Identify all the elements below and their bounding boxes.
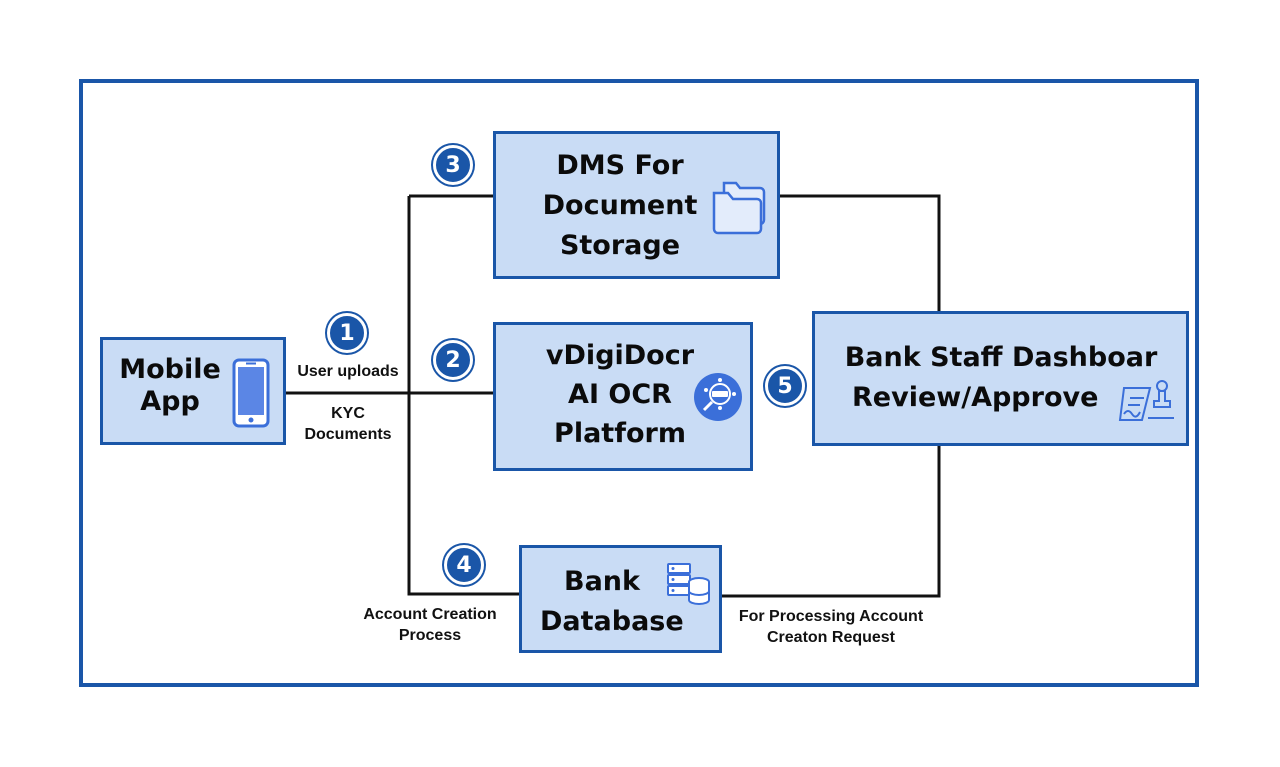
processing-request-label: For Processing Account Creaton Request xyxy=(726,607,936,649)
database-icon xyxy=(667,563,710,605)
step-2-badge: 2 xyxy=(433,340,473,380)
approval-stamp-icon xyxy=(1118,380,1174,421)
bank-staff-dashboard-line2: Review/Approve xyxy=(852,381,1099,413)
line-dms-to-staff xyxy=(780,194,941,311)
dms-line1: DMS For xyxy=(556,150,684,181)
bank-staff-dashboard-title: Bank Staff Dashboar Review/Approve xyxy=(826,338,1176,418)
dms-box xyxy=(493,131,780,279)
kyc-line1: KYC xyxy=(331,405,365,422)
step-3-badge: 3 xyxy=(433,145,473,185)
ocr-title: vDigiDocr AI OCR Platform xyxy=(535,336,705,453)
dms-line3: Storage xyxy=(559,229,681,261)
diagram-frame xyxy=(79,79,1199,687)
folders-icon xyxy=(712,181,766,235)
kyc-documents-label: KYC Documents xyxy=(290,404,406,446)
ocr-line2: AI OCR xyxy=(568,379,672,411)
bank-database-title: Bank Database xyxy=(540,562,702,642)
account-creation-label: Account Creation Process xyxy=(350,605,510,647)
step-1-badge: 1 xyxy=(327,313,367,353)
kyc-line2: Documents xyxy=(304,425,392,443)
mobile-app-title: Mobile App xyxy=(112,354,228,419)
smartphone-icon xyxy=(232,358,270,428)
ocr-line3: Platform xyxy=(554,418,686,450)
step-5-badge: 5 xyxy=(765,366,805,406)
bank-staff-dashboard-line1: Bank Staff Dashboar xyxy=(844,342,1158,373)
processing-request-line2: Creaton Request xyxy=(766,628,896,646)
dms-line2: Document xyxy=(542,189,698,221)
processing-request-line1: For Processing Account xyxy=(738,608,924,625)
mobile-app-line2: App xyxy=(140,386,200,418)
user-uploads-label: User uploads xyxy=(297,363,399,380)
ocr-scan-icon xyxy=(694,373,742,421)
account-creation-line2: Process xyxy=(398,626,462,644)
ocr-line1: vDigiDocr xyxy=(545,340,695,371)
bank-database-line2: Database xyxy=(540,605,684,637)
mobile-app-line1: Mobile xyxy=(119,354,221,385)
account-creation-line1: Account Creation xyxy=(363,606,497,623)
step-4-badge: 4 xyxy=(444,545,484,585)
bank-staff-dashboard-box xyxy=(812,311,1189,446)
trunk-line xyxy=(407,196,519,596)
dms-title: DMS For Document Storage xyxy=(530,146,710,266)
line-staff-to-db xyxy=(722,446,941,598)
bank-database-line1: Bank xyxy=(564,566,640,597)
